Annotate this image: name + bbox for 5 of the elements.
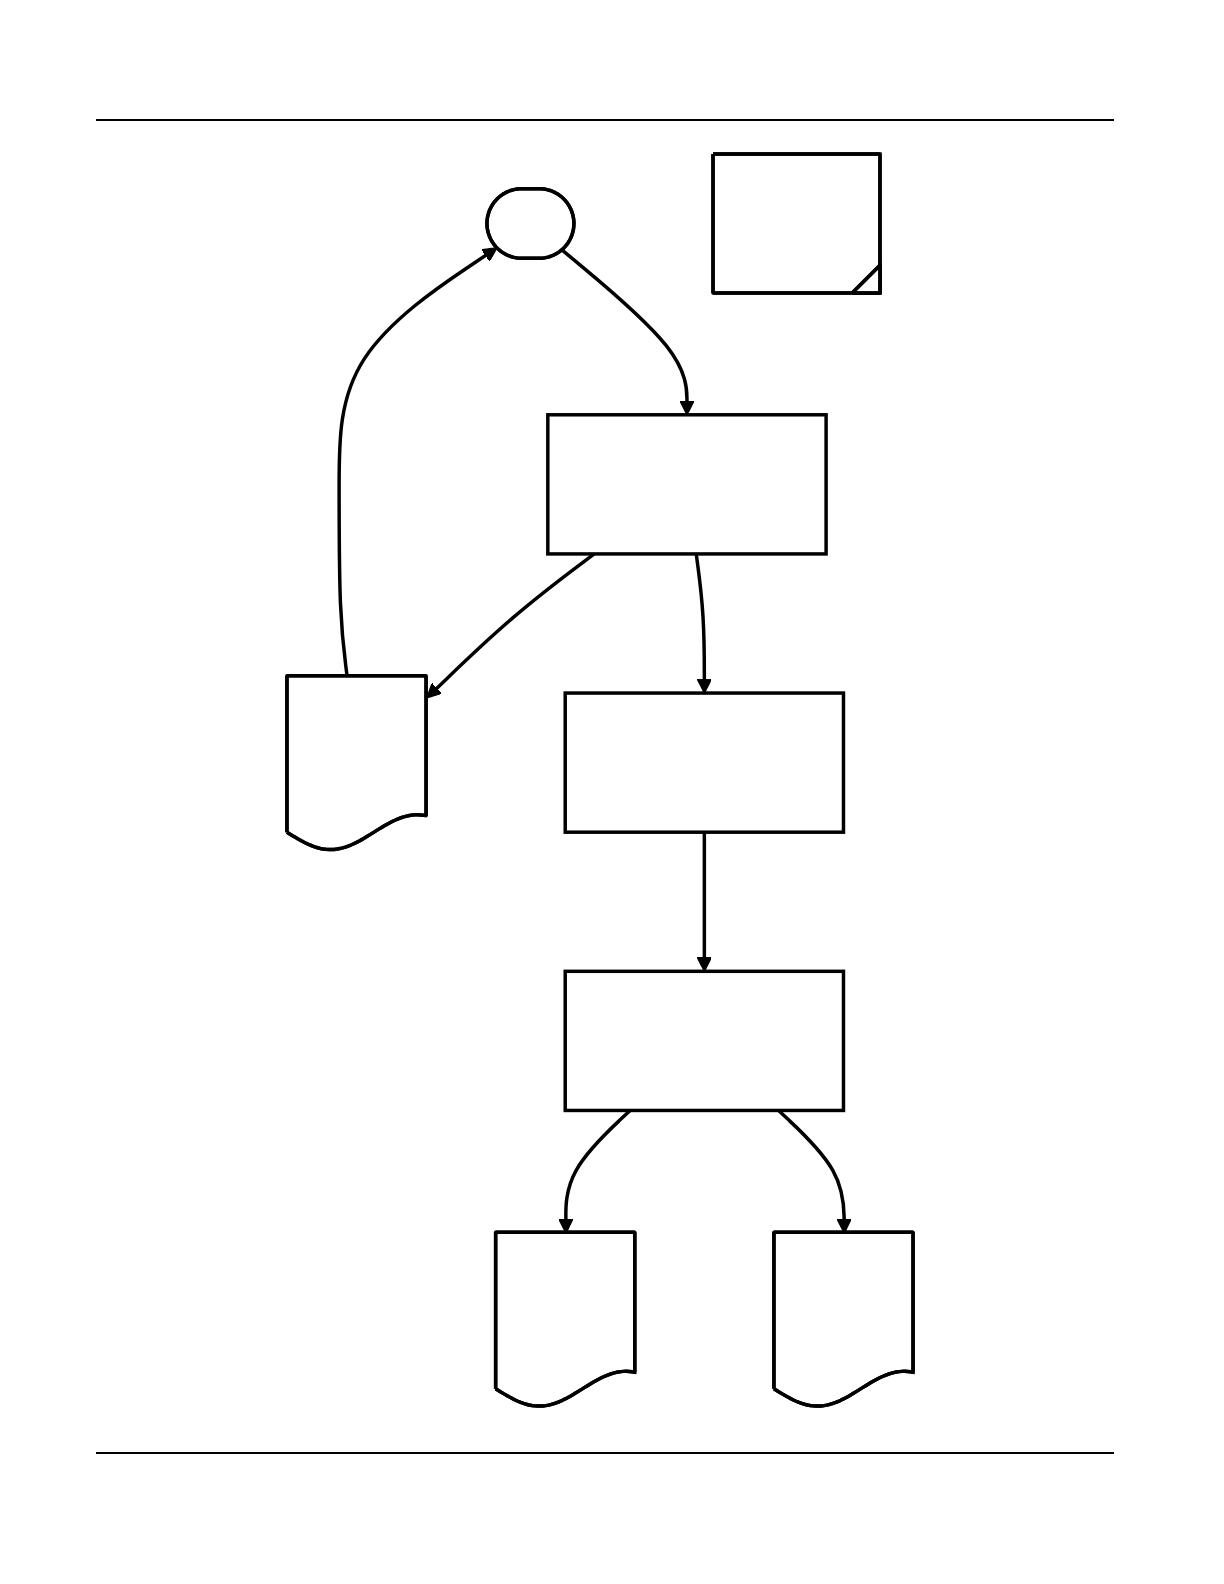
node-box (563, 969, 846, 1113)
arrow (696, 832, 712, 972)
node-box (563, 691, 846, 834)
node-box (546, 413, 828, 556)
arrow (694, 553, 712, 694)
